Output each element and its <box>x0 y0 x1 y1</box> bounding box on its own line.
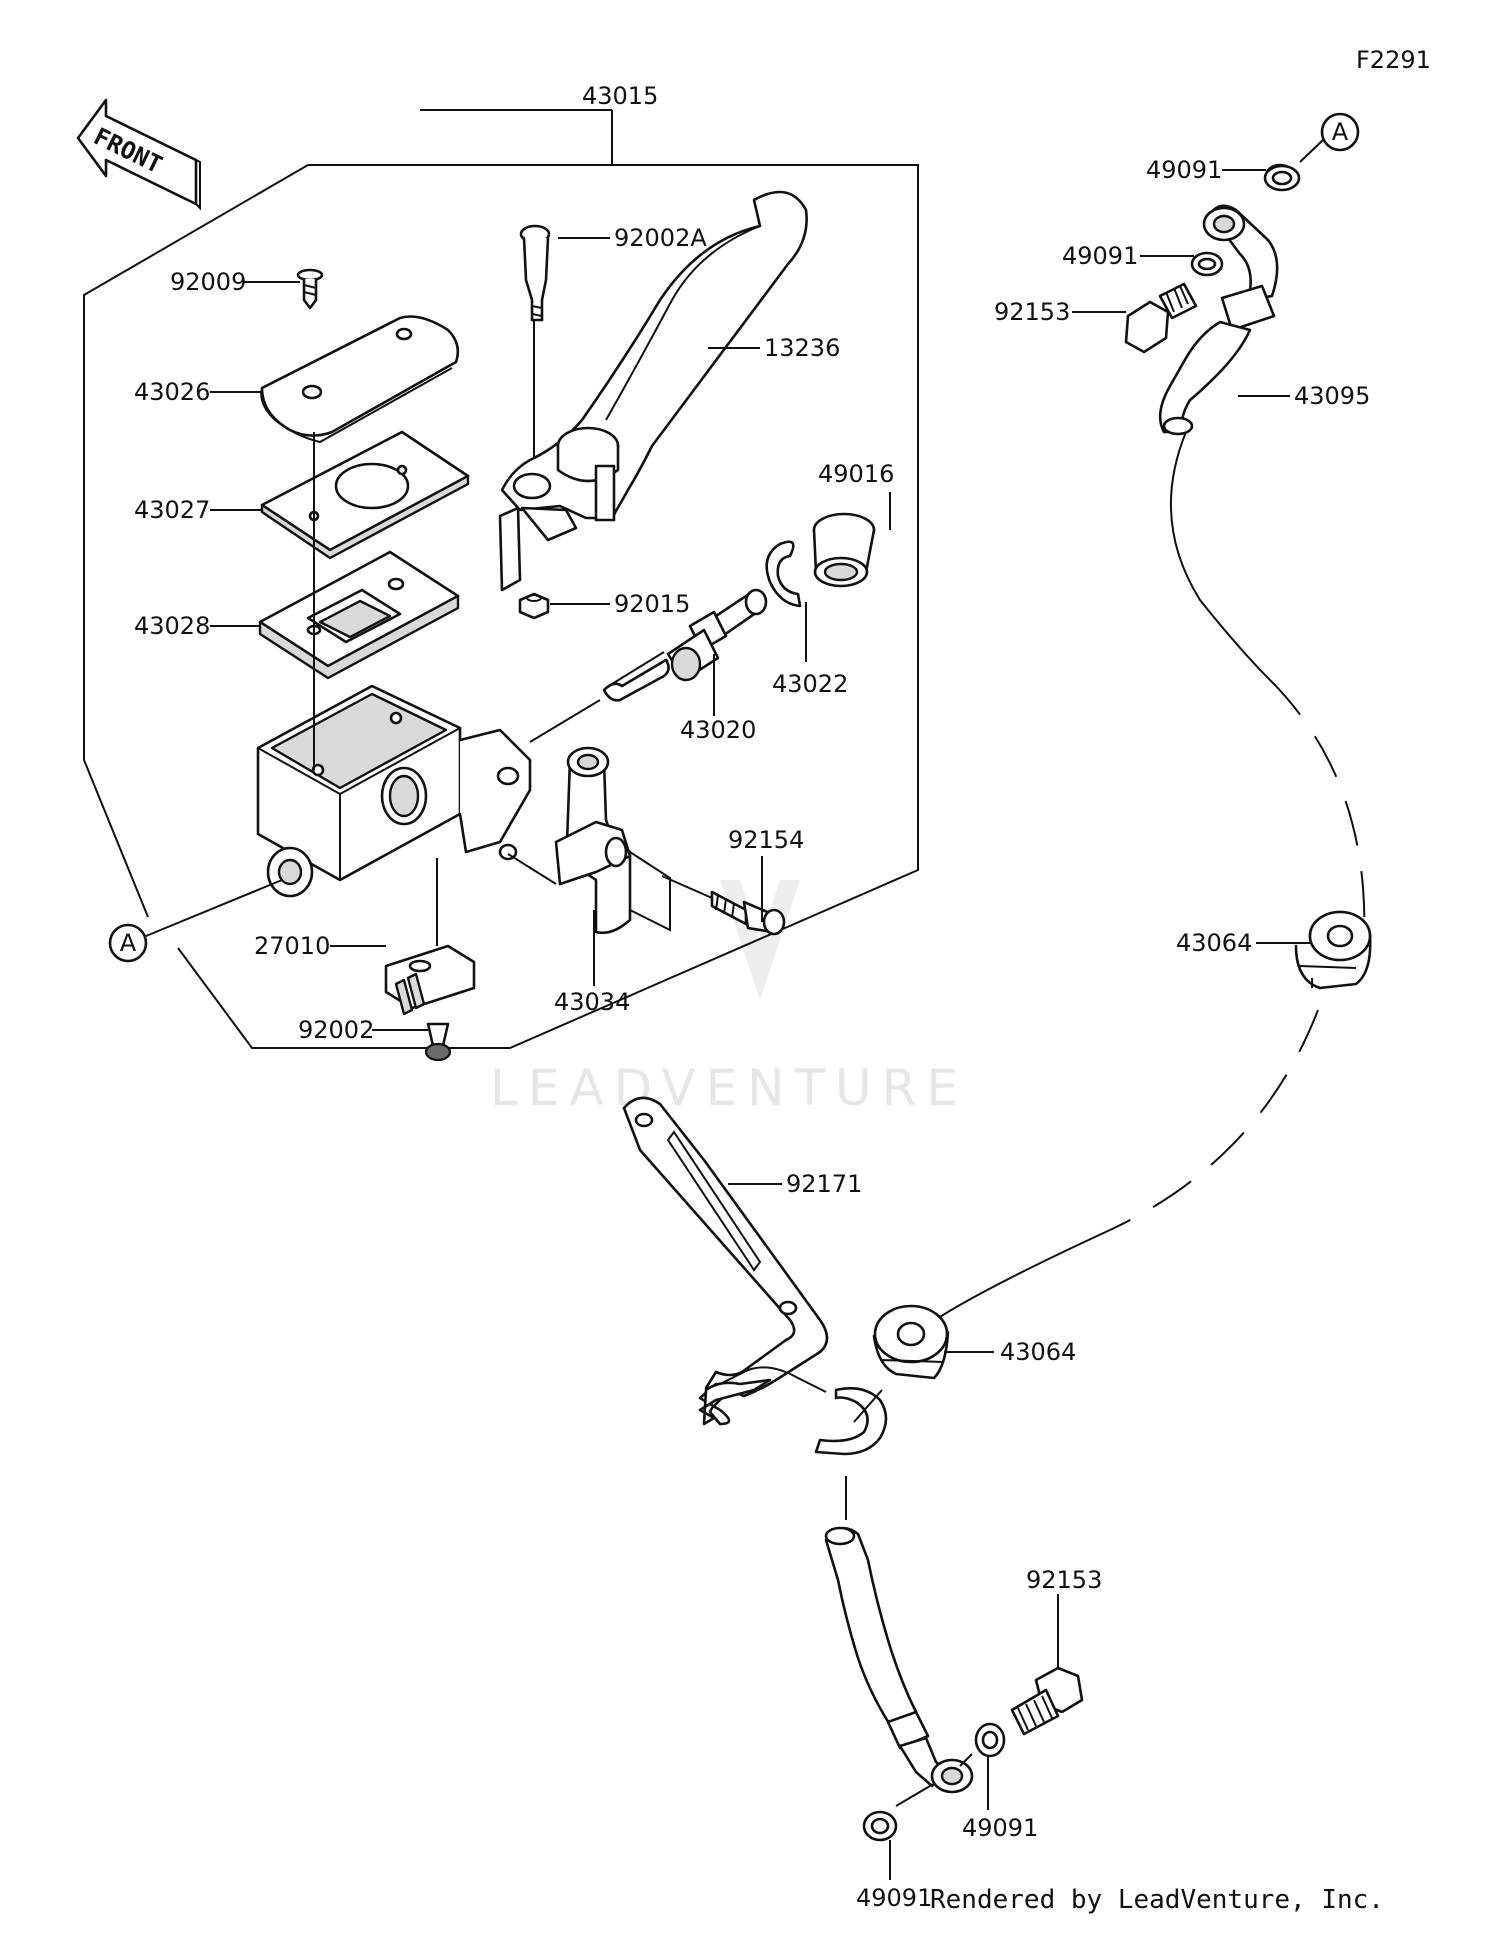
grommet-43064-upper <box>1294 910 1372 990</box>
label-27010: 27010 <box>254 932 330 960</box>
pivot-bolt-92002A <box>519 224 551 322</box>
label-92002A: 92002A <box>614 224 707 252</box>
label-43064-lower: 43064 <box>1000 1338 1076 1366</box>
watermark-text: LEADVENTURE <box>490 1059 968 1117</box>
label-43028: 43028 <box>134 612 210 640</box>
brake-switch-27010 <box>384 858 476 1016</box>
label-92171: 92171 <box>786 1170 862 1198</box>
washer-49091-d <box>862 1810 898 1880</box>
label-43034: 43034 <box>554 988 630 1016</box>
label-43026: 43026 <box>134 378 210 406</box>
label-49091-b: 49091 <box>1062 242 1138 270</box>
dust-boot-49016 <box>812 512 876 588</box>
label-49091-a: 49091 <box>1146 156 1222 184</box>
nut-92015 <box>518 592 550 620</box>
label-49091-d: 49091 <box>856 1884 932 1912</box>
label-49091-c: 49091 <box>962 1814 1038 1842</box>
label-43027: 43027 <box>134 496 210 524</box>
leader-lines <box>210 169 1310 1353</box>
screw-92002 <box>424 1022 452 1062</box>
label-92009: 92009 <box>170 268 246 296</box>
ref-label-a-right: A <box>1332 118 1349 146</box>
brake-hose-lower <box>824 1476 974 1794</box>
banjo-bolt-92153-bottom <box>1010 1594 1084 1736</box>
part-labels: 43015 92009 92002A 13236 43026 43027 430… <box>134 82 1370 1912</box>
label-92002: 92002 <box>298 1016 374 1044</box>
washer-49091-b <box>1190 251 1224 277</box>
label-92153-top: 92153 <box>994 298 1070 326</box>
diaphragm-plate-43027 <box>260 430 470 560</box>
ref-circle-a-right: A <box>1299 112 1360 163</box>
label-43022: 43022 <box>772 670 848 698</box>
brake-hose-43095 <box>1158 163 1366 970</box>
label-43015: 43015 <box>582 82 658 110</box>
rendered-by-credit: Rendered by LeadVenture, Inc. <box>930 1885 1384 1915</box>
label-43020: 43020 <box>680 716 756 744</box>
label-92154: 92154 <box>728 826 804 854</box>
label-92015: 92015 <box>614 590 690 618</box>
label-92153-bottom: 92153 <box>1026 1566 1102 1594</box>
bolt-92154 <box>661 875 786 936</box>
master-cylinder-body <box>256 684 532 898</box>
diaphragm-43028 <box>258 550 460 680</box>
hose-bracket-92171 <box>622 1096 888 1456</box>
figure-code: F2291 <box>1356 46 1431 74</box>
reservoir-cap-43026 <box>260 315 460 444</box>
piston-assy-43020 <box>529 588 768 743</box>
label-13236: 13236 <box>764 334 840 362</box>
front-direction-arrow: FRONT <box>76 98 201 211</box>
label-43064-upper: 43064 <box>1176 929 1252 957</box>
grommet-43064-lower <box>872 1304 950 1380</box>
screw-92009 <box>296 268 324 310</box>
ref-circle-a-left: A <box>108 879 283 963</box>
assembly-frame-43015 <box>83 109 919 1049</box>
ref-label-a-left: A <box>120 929 137 957</box>
brake-lever-13236 <box>498 190 808 592</box>
label-49016: 49016 <box>818 460 894 488</box>
lever-bracket-43034 <box>507 746 671 935</box>
washer-49091-c <box>959 1722 1006 1810</box>
circlip-43022 <box>765 540 802 608</box>
banjo-bolt-92153-top <box>1124 282 1198 354</box>
label-43095: 43095 <box>1294 382 1370 410</box>
washer-49091-a <box>1263 164 1301 192</box>
